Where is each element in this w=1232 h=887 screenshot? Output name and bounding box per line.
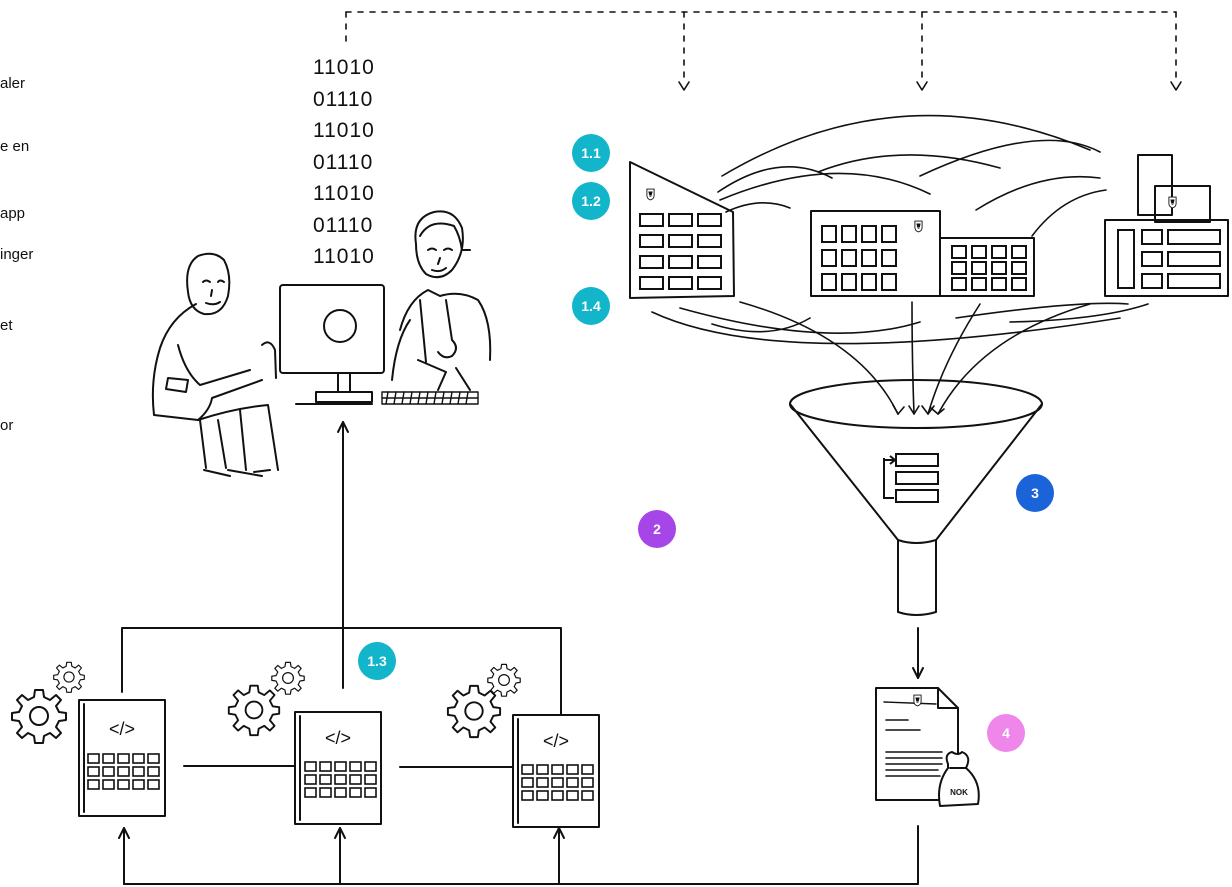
top-dashed-connector (345, 11, 1177, 83)
computer-monitor (279, 284, 385, 405)
cut-text-3: app (0, 205, 26, 222)
cut-text-4: inger (0, 246, 34, 263)
app-bracket (121, 627, 562, 715)
step-badge-1-3: 1.3 (358, 642, 396, 680)
code-symbol: </> (325, 728, 351, 748)
app-window-2 (294, 711, 382, 825)
gear-icon (271, 661, 305, 695)
gear-icon (487, 663, 521, 697)
step-badge-1-1: 1.1 (572, 134, 610, 172)
gear-icon (11, 689, 67, 744)
binary-line: 01110 (313, 150, 374, 174)
app-window-1 (78, 699, 166, 817)
arrow-to-computer (337, 421, 349, 689)
middle-building-windows (821, 225, 1027, 291)
cut-text-6: or (0, 417, 14, 434)
list-icon (883, 453, 939, 503)
gear-icon (227, 684, 281, 737)
code-symbol: </> (543, 731, 569, 751)
building-left (629, 161, 735, 299)
coat-of-arms-icon (1168, 196, 1177, 209)
binary-line: 11010 (313, 119, 375, 142)
app-window-3 (512, 714, 600, 828)
cut-text-1: aler (0, 75, 26, 92)
doctor-figure (391, 210, 492, 391)
coat-of-arms-icon (913, 694, 922, 707)
binary-line: 01110 (313, 213, 374, 237)
patient-figure (151, 252, 279, 477)
left-building-windows (639, 213, 722, 290)
currency-label: NOK (950, 788, 968, 797)
binary-line: 11010 (313, 56, 375, 79)
gear-icon (53, 661, 85, 693)
coat-of-arms-icon (914, 220, 923, 233)
gear-icon (446, 684, 502, 739)
step-badge-1-2: 1.2 (572, 182, 610, 220)
building-middle (810, 210, 1035, 297)
binary-line: 11010 (313, 182, 375, 205)
cut-text-2: e en (0, 138, 30, 155)
step-badge-3: 3 (1016, 474, 1054, 512)
step-badge-4: 4 (987, 714, 1025, 752)
step-badge-2: 2 (638, 510, 676, 548)
coat-of-arms-icon (646, 188, 655, 201)
building-right (1104, 154, 1229, 297)
binary-data-column: 11010 01110 11010 01110 11010 01110 1101… (313, 52, 375, 273)
cut-text-5: et (0, 317, 13, 334)
down-arrow-heads (678, 81, 1182, 91)
right-building-windows (1117, 229, 1221, 289)
funnel (789, 379, 1043, 616)
step-badge-1-4: 1.4 (572, 287, 610, 325)
keyboard (381, 391, 479, 405)
arrow-to-document (912, 627, 924, 679)
binary-line: 01110 (313, 87, 374, 111)
money-bag (938, 751, 980, 807)
bottom-loop (118, 825, 919, 885)
binary-line: 11010 (313, 245, 375, 268)
funnel-inflow-arrows (739, 301, 1091, 415)
app-grids (87, 753, 594, 801)
code-symbol: </> (109, 719, 135, 739)
